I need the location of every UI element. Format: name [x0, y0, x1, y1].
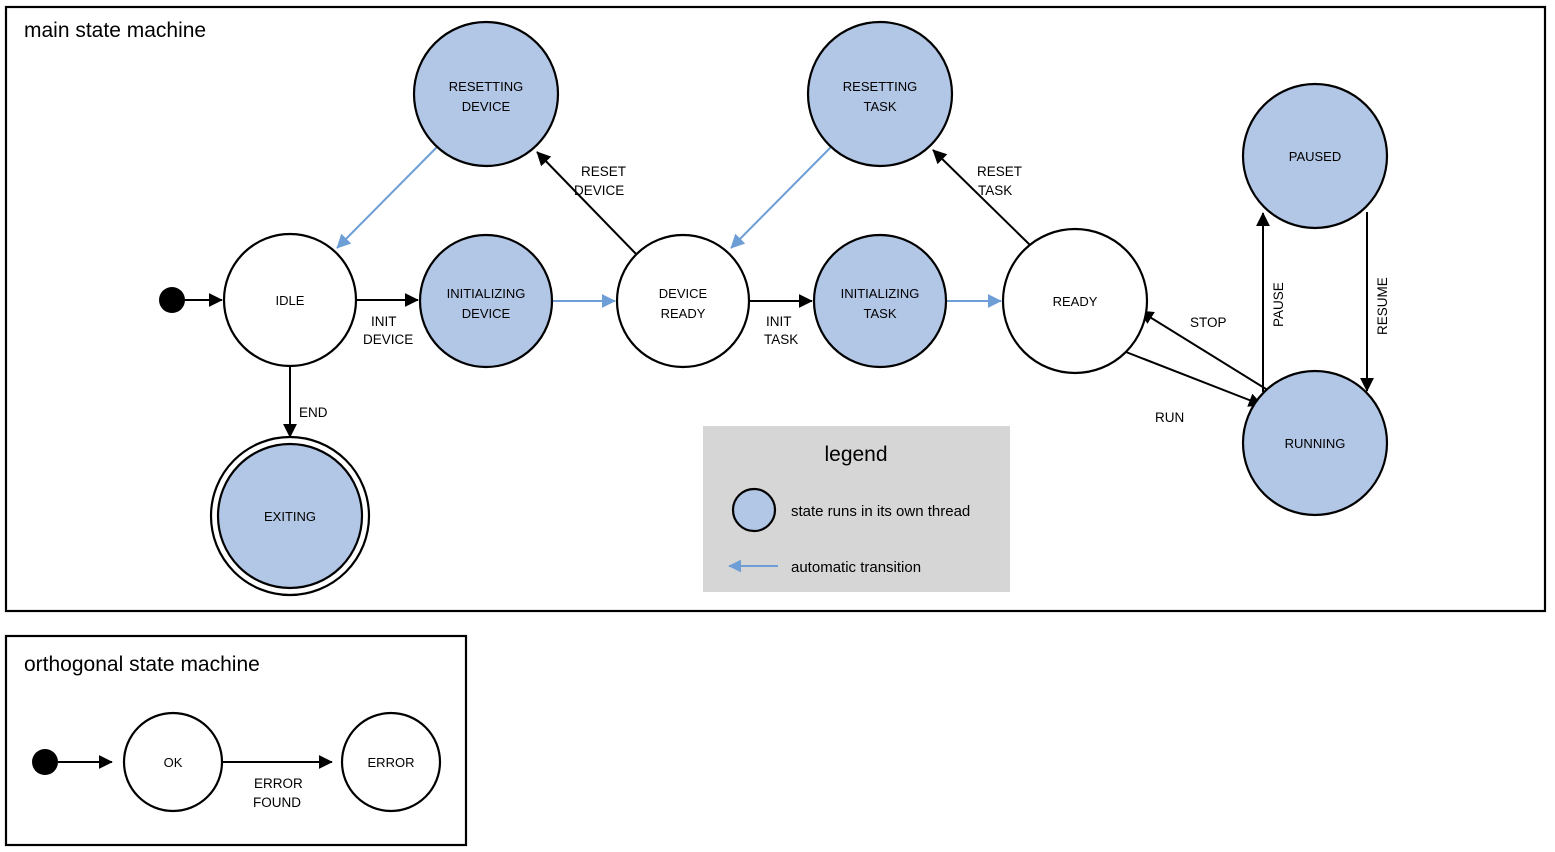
state-paused-circle[interactable]: [1241, 82, 1389, 230]
transition-resetting-device-to-idle: [336, 146, 438, 249]
edge-label-reset-task-line1: RESET: [977, 164, 1022, 179]
transition-ready-to-running: [1125, 351, 1263, 407]
state-initializing-task-circle[interactable]: [812, 233, 948, 369]
edge-label-end: END: [299, 405, 328, 420]
state-resetting-device[interactable]: RESETTING DEVICE: [412, 20, 560, 168]
state-error-circle[interactable]: [340, 711, 442, 813]
state-resetting-device-label-line1: RESETTING: [449, 79, 523, 94]
state-exiting-label: EXITING: [264, 509, 316, 524]
state-paused-label: PAUSED: [1289, 149, 1342, 164]
state-device-ready[interactable]: DEVICE READY: [615, 233, 751, 369]
state-initializing-device-circle[interactable]: [418, 233, 554, 369]
orthogonal-states-layer: OK ERROR: [32, 711, 442, 813]
state-error-label: ERROR: [368, 755, 415, 770]
state-exiting-circle[interactable]: [216, 442, 364, 590]
state-running-label: RUNNING: [1285, 436, 1346, 451]
orthogonal-initial-state-marker: [32, 749, 58, 775]
state-initializing-device-label-line2: DEVICE: [462, 306, 511, 321]
main-frame-border: [4, 5, 1547, 613]
main-transitions-layer: INIT DEVICE RESET DEVICE INIT TASK RESET…: [185, 146, 1390, 438]
state-ok-circle[interactable]: [122, 711, 224, 813]
edge-label-run: RUN: [1155, 410, 1184, 425]
state-idle-circle[interactable]: [222, 232, 358, 368]
state-initializing-device[interactable]: INITIALIZING DEVICE: [418, 233, 554, 369]
state-ok-label: OK: [164, 755, 183, 770]
edge-label-reset-device-line2: DEVICE: [574, 183, 624, 198]
main-state-machine-frame: main state machine: [4, 5, 1547, 613]
legend-item-auto-transition-text: automatic transition: [791, 559, 921, 576]
edge-label-stop: STOP: [1190, 315, 1227, 330]
orthogonal-frame-border: [4, 634, 468, 847]
transition-resetting-task-to-device-ready: [730, 146, 832, 249]
state-running-circle[interactable]: [1241, 369, 1389, 517]
state-resetting-device-label-line2: DEVICE: [462, 99, 511, 114]
edge-label-init-task-line1: INIT: [766, 314, 792, 329]
state-device-ready-label-line1: DEVICE: [659, 286, 708, 301]
state-resetting-task-label-line1: RESETTING: [843, 79, 917, 94]
edge-label-error-found-line2: FOUND: [253, 795, 301, 810]
state-ok[interactable]: OK: [122, 711, 224, 813]
state-device-ready-circle[interactable]: [615, 233, 751, 369]
state-resetting-task-label-line2: TASK: [864, 99, 897, 114]
legend-title: legend: [824, 443, 887, 466]
edge-label-resume: RESUME: [1375, 277, 1390, 335]
state-initializing-task[interactable]: INITIALIZING TASK: [812, 233, 948, 369]
edge-label-pause: PAUSE: [1271, 282, 1286, 327]
state-exiting[interactable]: EXITING: [209, 435, 371, 597]
orthogonal-transitions-layer: ERROR FOUND: [58, 755, 333, 810]
state-ready-label: READY: [1053, 294, 1098, 309]
main-initial-state-marker: [159, 287, 185, 313]
orthogonal-frame-title: orthogonal state machine: [24, 653, 260, 676]
state-resetting-device-circle[interactable]: [412, 20, 560, 168]
transition-device-ready-to-resetting-device: [536, 151, 638, 256]
legend: legend state runs in its own thread auto…: [703, 426, 1010, 592]
state-initializing-task-label-line2: TASK: [864, 306, 897, 321]
orthogonal-state-machine-frame: orthogonal state machine: [4, 634, 468, 847]
edge-label-reset-device-line1: RESET: [581, 164, 626, 179]
state-error[interactable]: ERROR: [340, 711, 442, 813]
transition-running-to-ready: [1139, 310, 1267, 390]
edge-label-reset-task-line2: TASK: [978, 183, 1012, 198]
main-frame-title: main state machine: [24, 19, 206, 42]
state-ready-circle[interactable]: [1001, 227, 1149, 375]
state-initializing-device-label-line1: INITIALIZING: [447, 286, 526, 301]
state-idle[interactable]: IDLE: [222, 232, 358, 368]
state-idle-label: IDLE: [276, 293, 305, 308]
state-device-ready-label-line2: READY: [661, 306, 706, 321]
transition-ready-to-resetting-task: [932, 149, 1031, 246]
legend-item-thread-state-text: state runs in its own thread: [791, 503, 970, 520]
state-paused[interactable]: PAUSED: [1241, 82, 1389, 230]
state-initializing-task-label-line1: INITIALIZING: [841, 286, 920, 301]
main-states-layer: IDLE RESETTING DEVICE INITIALIZING DEVIC…: [159, 20, 1389, 597]
edge-label-error-found-line1: ERROR: [254, 776, 303, 791]
edge-label-init-task-line2: TASK: [764, 332, 798, 347]
legend-thread-state-swatch: [731, 487, 777, 533]
edge-label-init-device-line2: DEVICE: [363, 332, 413, 347]
state-resetting-task-circle[interactable]: [806, 20, 954, 168]
state-ready[interactable]: READY: [1001, 227, 1149, 375]
state-running[interactable]: RUNNING: [1241, 369, 1389, 517]
state-resetting-task[interactable]: RESETTING TASK: [806, 20, 954, 168]
edge-label-init-device-line1: INIT: [371, 314, 397, 329]
